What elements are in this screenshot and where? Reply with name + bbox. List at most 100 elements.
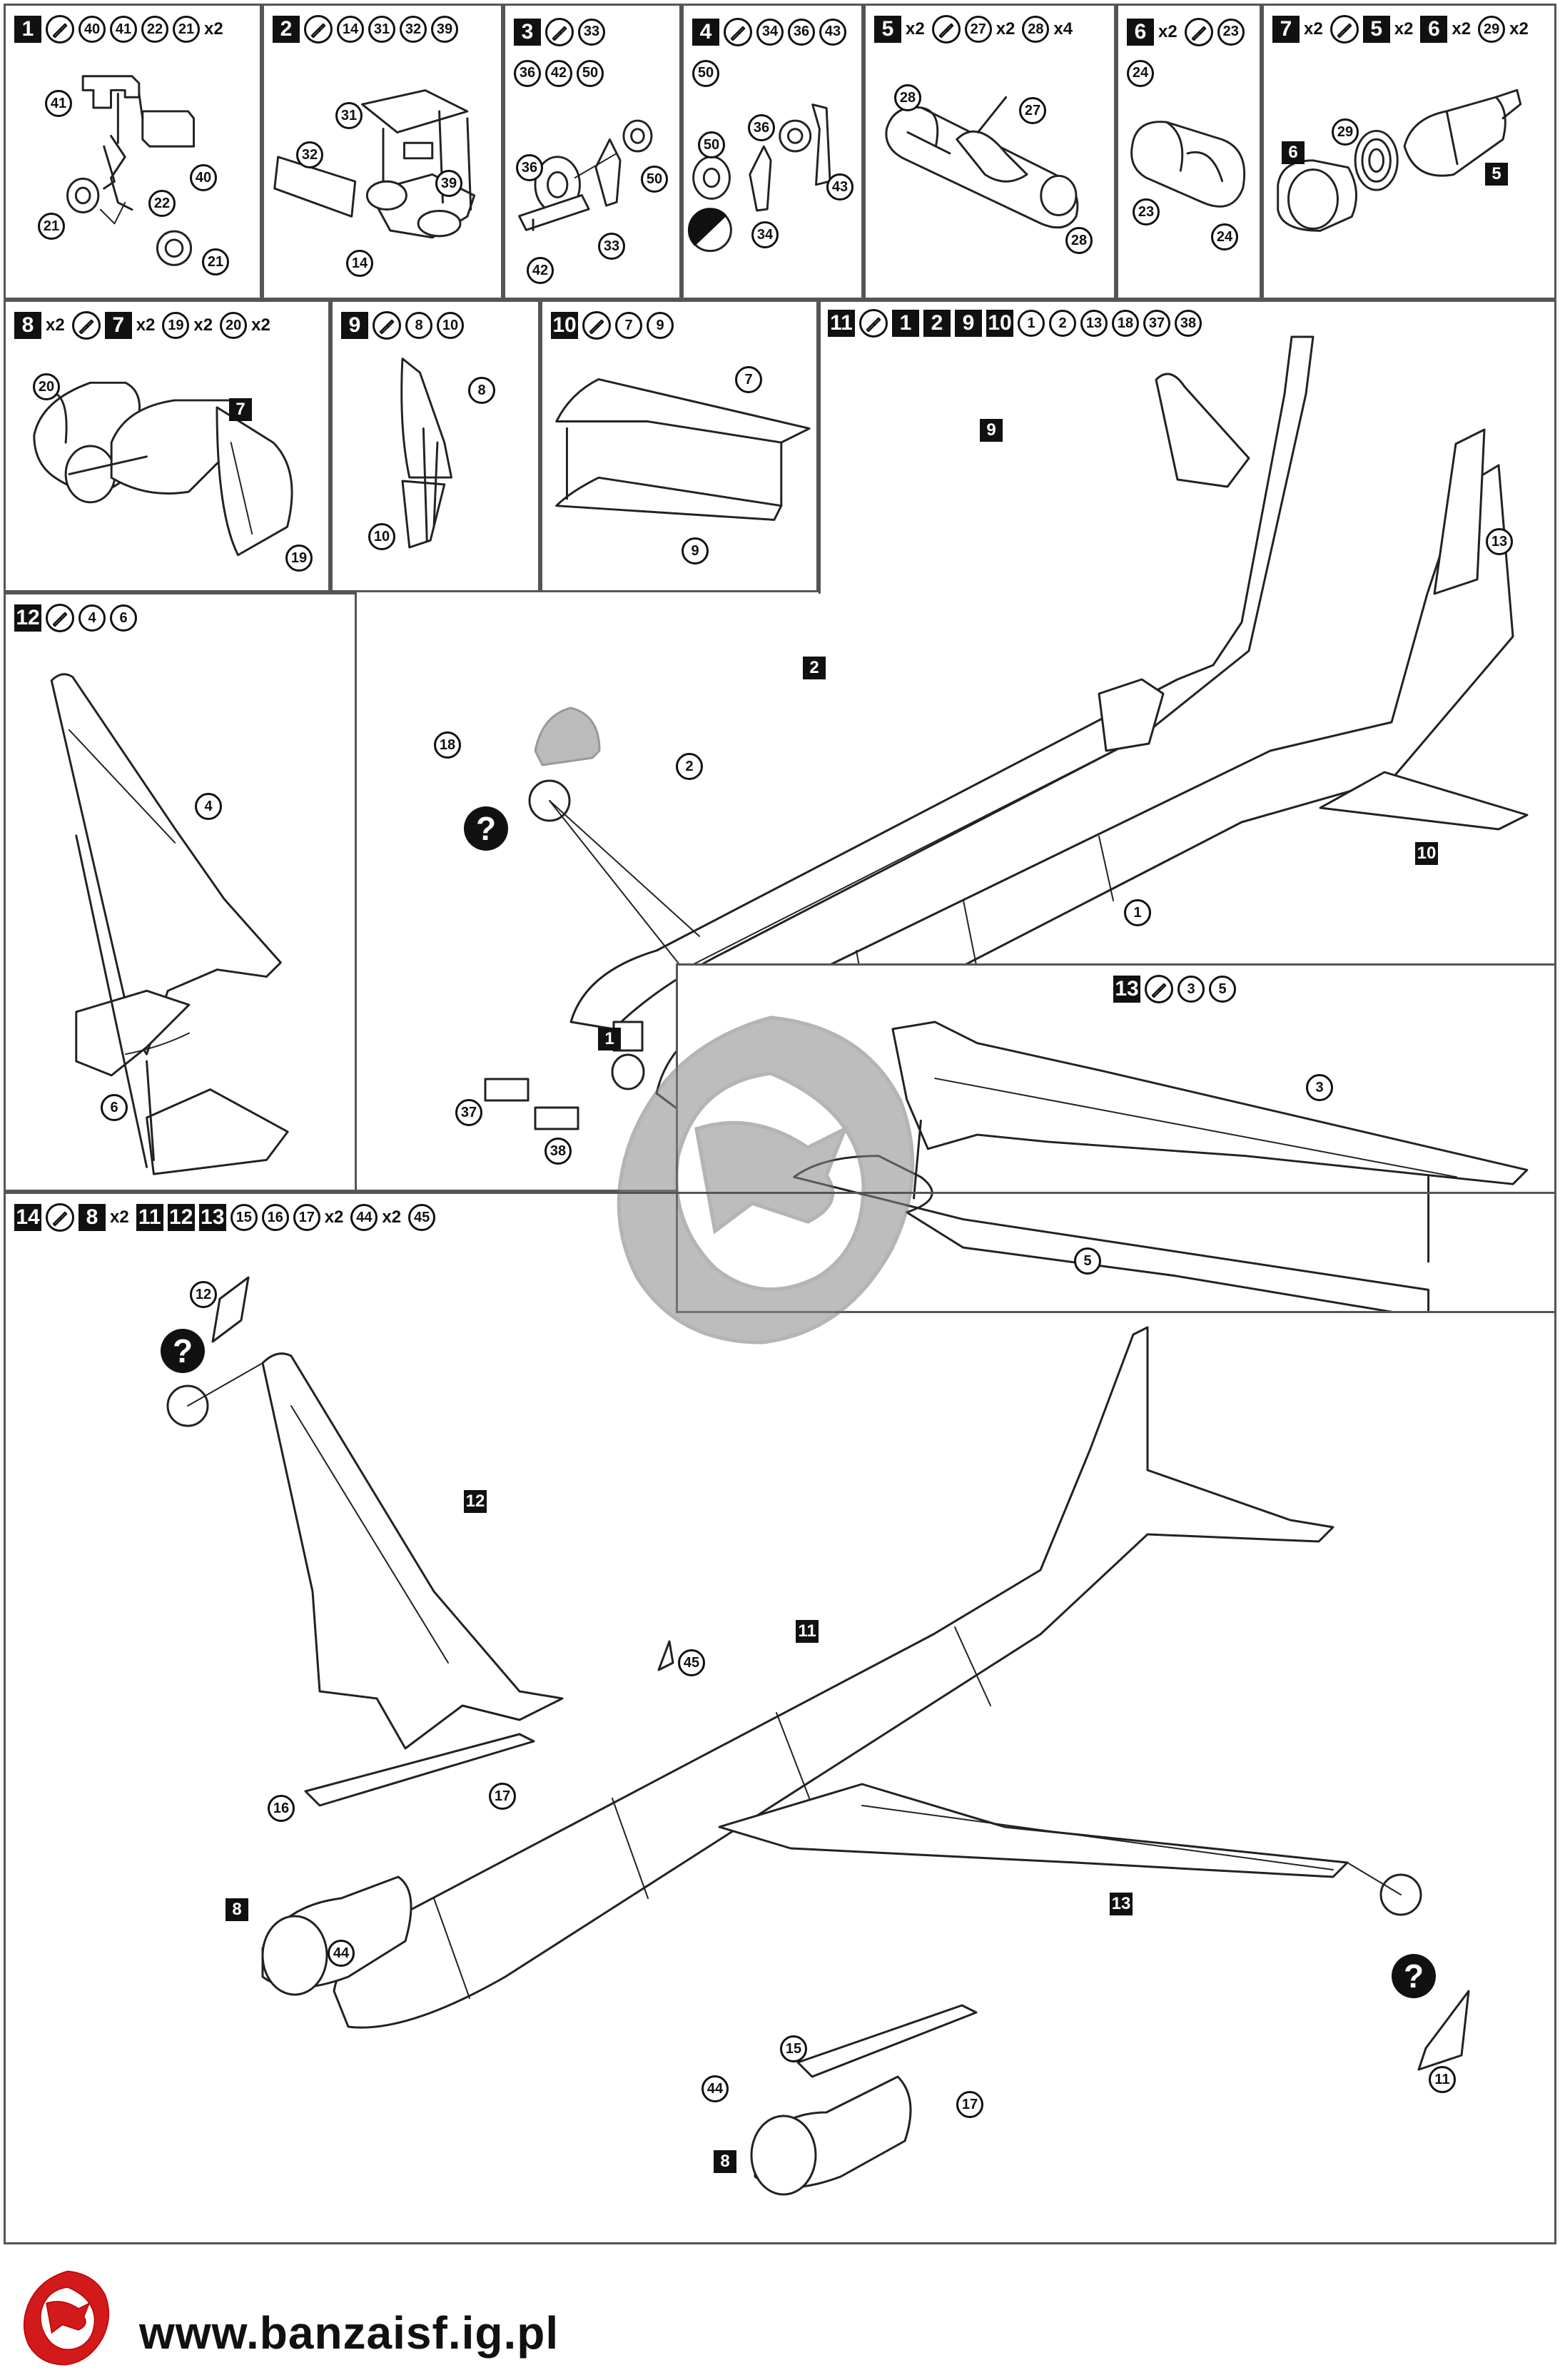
part-multiplier: x2	[996, 19, 1015, 39]
question-mark-icon: ?	[161, 1329, 205, 1373]
part-number: 7	[615, 312, 642, 339]
step-reference: 1	[892, 310, 919, 337]
part-number: 5	[1209, 976, 1236, 1003]
step-number: 14	[14, 1204, 41, 1231]
part-number: 3	[1177, 976, 1205, 1003]
step-number: 4	[692, 18, 719, 46]
part-callout: 3	[1306, 1074, 1333, 1101]
part-callout: 34	[751, 221, 779, 248]
part-number: 29	[1478, 16, 1506, 43]
glue-tube-icon	[859, 309, 888, 338]
glue-tube-icon	[724, 17, 752, 46]
part-callout: 50	[698, 131, 725, 158]
part-callout: 39	[435, 170, 462, 197]
part-number: 40	[78, 16, 106, 43]
part-number: 18	[1112, 310, 1139, 337]
part-callout: 28	[894, 84, 921, 111]
glue-tube-icon	[46, 1203, 74, 1232]
part-label: 5	[1485, 163, 1508, 186]
part-multiplier: x2	[324, 1207, 344, 1227]
question-mark-icon: ?	[464, 806, 508, 851]
part-callout: 38	[545, 1138, 572, 1165]
part-callout: 31	[335, 102, 363, 129]
part-number: 44	[350, 1204, 378, 1231]
part-multiplier: x2	[1509, 19, 1529, 39]
glue-tube-icon	[373, 311, 401, 340]
part-number: 45	[408, 1204, 436, 1231]
step-number: 8	[14, 312, 41, 339]
step-number: 12	[14, 604, 41, 632]
step-multiplier: x2	[1452, 19, 1472, 39]
part-callout: 20	[33, 373, 60, 400]
part-callout: 5	[1074, 1247, 1101, 1275]
part-multiplier: x2	[251, 315, 270, 335]
part-callout: 36	[748, 114, 775, 141]
part-multiplier: x2	[382, 1207, 402, 1227]
part-number: 1	[1018, 310, 1045, 337]
part-callout: 8	[468, 377, 495, 404]
part-multiplier: x2	[204, 19, 223, 39]
glue-tube-icon	[1184, 17, 1213, 46]
step-14-diagram	[166, 1276, 1470, 2196]
step-12-diagram	[50, 673, 289, 1175]
glue-tube-icon	[582, 311, 611, 340]
step-number: 13	[1113, 976, 1140, 1003]
part-callout: 9	[682, 537, 709, 564]
half-black-circle-icon	[687, 208, 727, 246]
part-label: 10	[1415, 842, 1438, 865]
part-number: 10	[437, 312, 464, 339]
part-number: 28	[1022, 16, 1050, 43]
part-callout: 16	[268, 1795, 295, 1822]
part-label: 11	[796, 1620, 819, 1643]
step-9-diagram	[400, 358, 452, 549]
part-callout: 41	[45, 90, 72, 117]
part-number: 20	[220, 312, 248, 339]
step-1-diagram	[66, 75, 196, 266]
part-callout: 29	[1332, 118, 1359, 146]
part-number: 43	[819, 18, 846, 46]
step-number: 1	[14, 16, 41, 43]
step-number: 6	[1127, 18, 1154, 46]
part-callout: 44	[328, 1940, 355, 1967]
part-callout: 2	[676, 753, 703, 780]
step-reference: 6	[1420, 16, 1448, 43]
part-number: 23	[1217, 18, 1245, 46]
part-label: 9	[980, 419, 1003, 442]
step-number: 9	[341, 312, 368, 339]
question-mark-icon: ?	[1392, 1954, 1436, 1998]
website-link[interactable]: www.banzaisf.ig.pl	[139, 2307, 559, 2359]
step-multiplier: x2	[906, 19, 925, 39]
step-reference: 5	[1362, 16, 1390, 43]
part-callout: 7	[735, 366, 762, 393]
glue-tube-icon	[931, 15, 961, 44]
part-callout: 45	[678, 1649, 705, 1676]
part-number: 27	[964, 16, 992, 43]
part-callout: 22	[148, 190, 176, 217]
glue-tube-icon	[1329, 15, 1359, 44]
part-callout: 36	[516, 154, 543, 181]
dragon-logo-icon	[617, 1016, 915, 1345]
part-callout: 21	[202, 248, 229, 275]
part-callout: 37	[455, 1099, 482, 1126]
part-label: 8	[714, 2150, 736, 2173]
part-callout: 6	[101, 1094, 128, 1121]
step-number: 10	[551, 312, 578, 339]
step-multiplier: x2	[110, 1207, 129, 1227]
step-number: 7	[1272, 16, 1300, 43]
part-number: 34	[756, 18, 784, 46]
part-label: 2	[803, 657, 826, 679]
part-number: 50	[577, 59, 604, 87]
step-reference: 13	[198, 1204, 226, 1231]
step-8-diagram	[33, 381, 293, 557]
step-7-diagram	[1277, 88, 1522, 232]
part-callout: 50	[641, 166, 668, 193]
part-callout: 19	[285, 545, 313, 572]
